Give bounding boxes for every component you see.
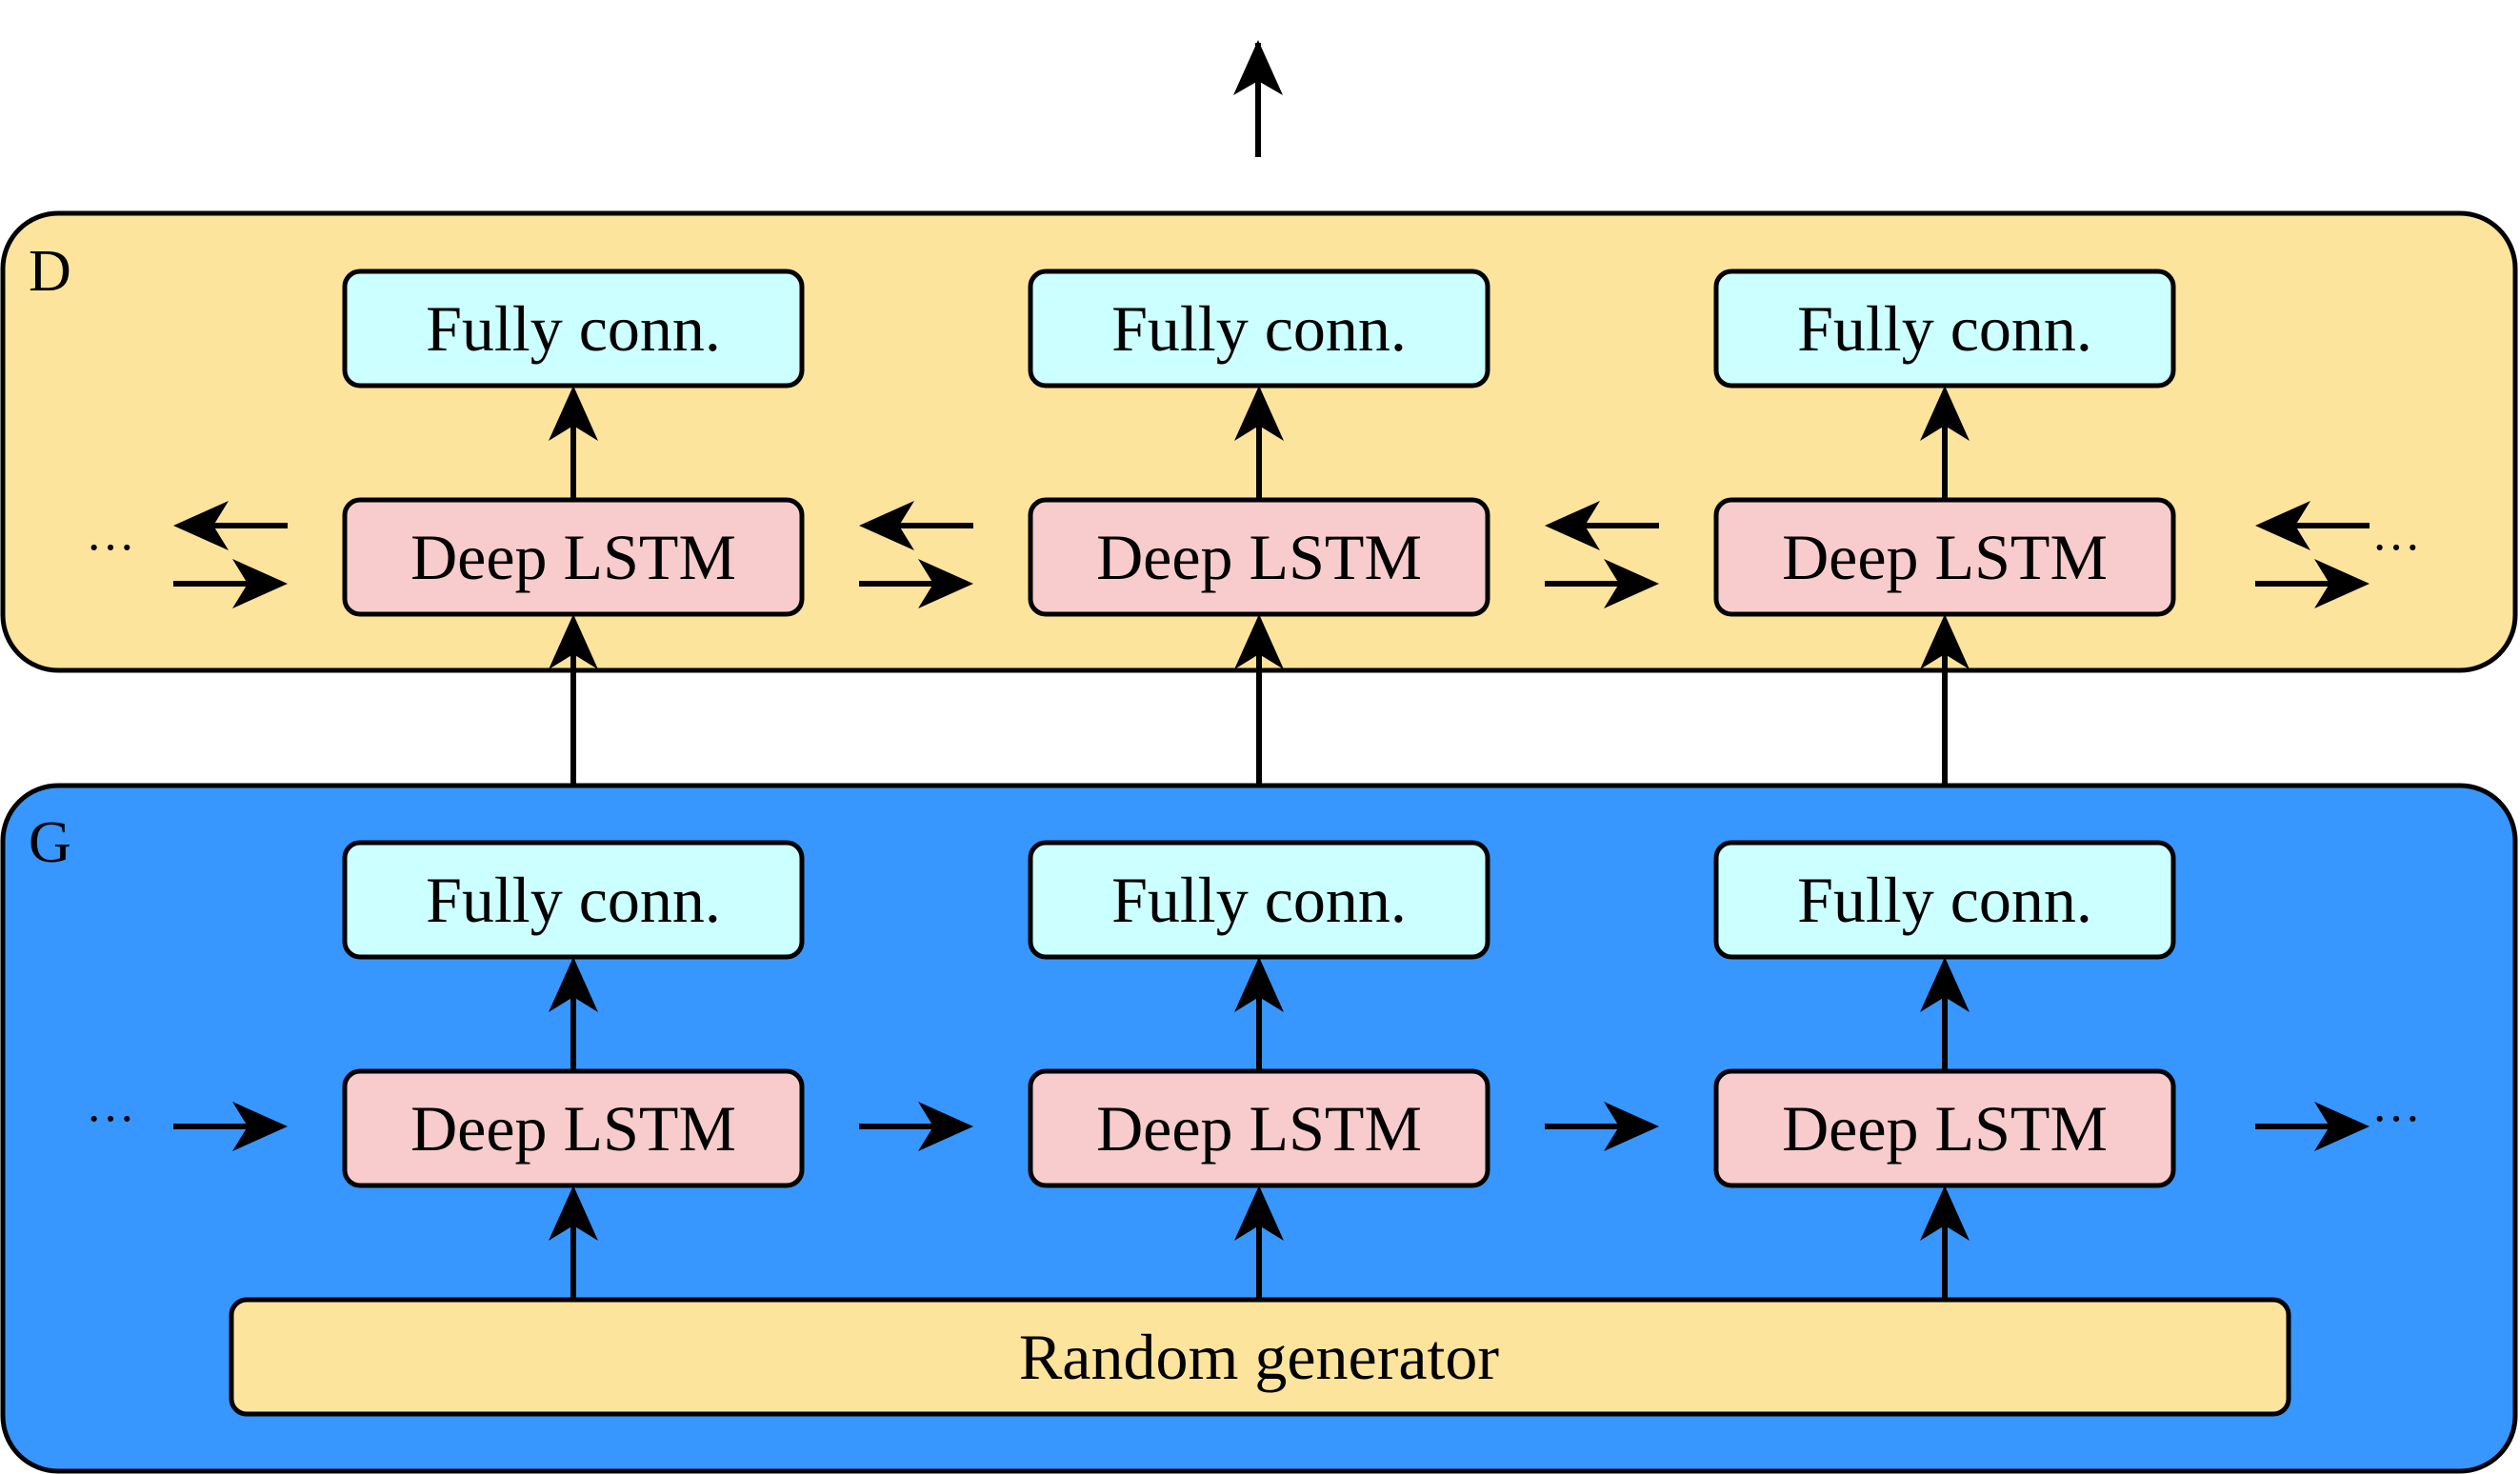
g-lstm-to-fc-arrow-3 <box>1920 957 1970 1071</box>
d-lstm-to-fc-arrow-2 <box>1234 386 1284 500</box>
g-ellipsis-left: ··· <box>86 1092 135 1146</box>
g-column-1: Fully conn. Deep LSTM <box>342 840 805 1188</box>
g-fully-connected-label-2: Fully conn. <box>1111 864 1407 936</box>
generator-label: G <box>29 810 71 875</box>
g-lstm-to-fc-arrow-1 <box>549 957 598 1071</box>
d-backward-arrow-2 <box>859 501 973 550</box>
d-fully-connected-label-2: Fully conn. <box>1111 292 1407 365</box>
g-forward-arrow-1 <box>173 1102 288 1151</box>
d-ellipsis-right: ··· <box>2371 521 2421 575</box>
random-generator: Random generator <box>229 1297 2291 1417</box>
d-forward-arrow-3 <box>1545 559 1659 608</box>
arrows-layer <box>173 386 2370 1300</box>
d-forward-arrow-2 <box>859 559 973 608</box>
g-column-2: Fully conn. Deep LSTM <box>1028 840 1490 1188</box>
g-to-d-arrow-2 <box>1234 614 1284 786</box>
d-deep-lstm-label-3: Deep LSTM <box>1782 521 2108 593</box>
d-lstm-to-fc-arrow-1 <box>549 386 598 500</box>
g-forward-arrow-4 <box>2255 1102 2370 1151</box>
discriminator-label: D <box>29 239 71 304</box>
d-backward-arrow-4 <box>2255 501 2370 550</box>
d-lstm-to-fc-arrow-3 <box>1920 386 1970 500</box>
g-column-3: Fully conn. Deep LSTM <box>1713 840 2176 1188</box>
d-deep-lstm-label-2: Deep LSTM <box>1096 521 1422 593</box>
g-forward-arrow-2 <box>859 1102 973 1151</box>
g-to-d-arrow-3 <box>1920 614 1970 786</box>
g-deep-lstm-label-2: Deep LSTM <box>1096 1092 1422 1165</box>
d-backward-arrow-1 <box>173 501 288 550</box>
d-backward-arrow-3 <box>1545 501 1659 550</box>
g-fully-connected-label-1: Fully conn. <box>426 864 721 936</box>
g-lstm-to-fc-arrow-2 <box>1234 957 1284 1071</box>
g-to-d-arrow-1 <box>549 614 598 786</box>
d-forward-arrow-4 <box>2255 559 2370 608</box>
output-arrowhead <box>1233 40 1283 95</box>
random-to-lstm-arrow-2 <box>1234 1185 1284 1300</box>
d-ellipsis-left: ··· <box>86 521 135 575</box>
g-deep-lstm-label-1: Deep LSTM <box>410 1092 736 1165</box>
random-to-lstm-arrow-1 <box>549 1185 598 1300</box>
d-column-2: Fully conn. Deep LSTM <box>1028 269 1490 617</box>
random-generator-label: Random generator <box>1019 1321 1500 1393</box>
g-forward-arrow-3 <box>1545 1102 1659 1151</box>
d-fully-connected-label-3: Fully conn. <box>1797 292 2092 365</box>
g-ellipsis-right: ··· <box>2371 1092 2421 1146</box>
d-fully-connected-label-1: Fully conn. <box>426 292 721 365</box>
d-forward-arrow-1 <box>173 559 288 608</box>
g-deep-lstm-label-3: Deep LSTM <box>1782 1092 2108 1165</box>
g-fully-connected-label-3: Fully conn. <box>1797 864 2092 936</box>
random-to-lstm-arrow-3 <box>1920 1185 1970 1300</box>
d-deep-lstm-label-1: Deep LSTM <box>410 521 736 593</box>
